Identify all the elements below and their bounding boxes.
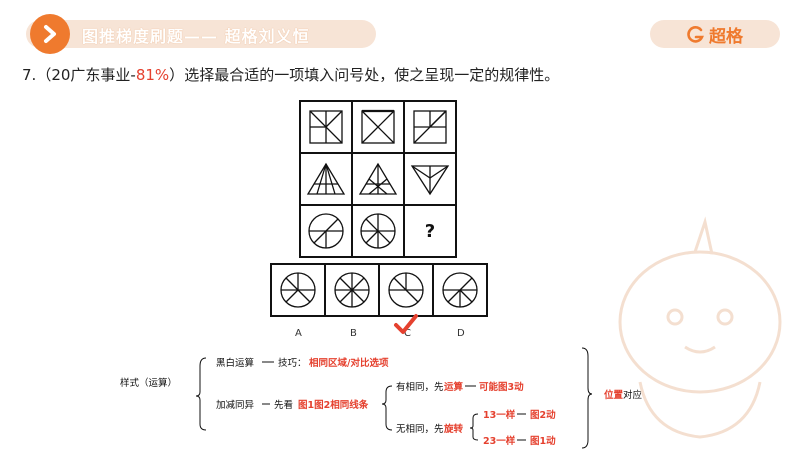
conclusion-prefix: 位置 (604, 390, 624, 401)
checkmark-icon (393, 313, 419, 339)
correct-rate: 81% (135, 66, 170, 84)
conclusion-suffix: 对应 (623, 390, 643, 401)
case2-result: 图1动 (530, 436, 556, 447)
circle-figure-icon (442, 272, 478, 308)
question-number: 7. (22, 66, 37, 84)
mindmap-brackets (195, 347, 593, 449)
option-c-label[interactable]: C (404, 328, 411, 339)
circle-figure-icon (334, 272, 370, 308)
question-prompt: 选择最合适的一项填入问号处，使之呈现一定的规律性。 (184, 66, 560, 84)
brand-mark-icon (687, 25, 704, 43)
branch1-tip-prefix: 技巧： (278, 358, 307, 369)
puzzle-cell-2-3 (403, 152, 457, 206)
header-banner: 图推梯度刷题—— 超格刘义恒 超格 (0, 14, 800, 54)
puzzle-cell-1-1 (299, 100, 353, 154)
circle-figure-icon (388, 272, 424, 308)
branch2-step-prefix: 先看 (274, 400, 294, 411)
chevron-right-icon (44, 25, 56, 43)
option-d-label[interactable]: D (457, 328, 465, 339)
option-c-figure[interactable] (378, 263, 434, 317)
option-b-figure[interactable] (324, 263, 380, 317)
circle-figure-icon (280, 272, 316, 308)
missing-cell: ? (403, 204, 457, 258)
case2-cond: 23一样 (483, 436, 516, 447)
arrow-badge (30, 14, 70, 54)
none-action: 旋转 (444, 424, 464, 435)
option-a-figure[interactable] (270, 263, 326, 317)
circle-figure-icon (308, 213, 344, 249)
triangle-figure-icon (306, 162, 346, 195)
answer-options (270, 263, 488, 317)
method-mindmap: 样式（运算） 黑白运算 技巧： 相同区域/对比选项 加减同异 先看 图1图2相同… (106, 342, 656, 450)
branch1-label: 黑白运算 (216, 358, 255, 369)
option-a-label[interactable]: A (295, 328, 302, 339)
square-figure-icon (413, 110, 447, 144)
brand-logo: 超格 (687, 22, 743, 47)
question-mark: ? (424, 220, 436, 242)
puzzle-cell-2-2 (351, 152, 405, 206)
puzzle-cell-1-3 (403, 100, 457, 154)
question-source-suffix: ） (169, 66, 185, 84)
brand-name: 超格 (709, 27, 743, 47)
none-prefix: 无相同，先 (396, 424, 444, 435)
title-bar (26, 20, 376, 48)
same-action: 运算 (444, 382, 464, 393)
puzzle-grid: ? (299, 100, 459, 260)
square-figure-icon (309, 110, 343, 144)
branch2-step: 图1图2相同线条 (298, 400, 369, 411)
mindmap-root: 样式（运算） (120, 378, 178, 389)
puzzle-cell-3-2 (351, 204, 405, 258)
option-b-label[interactable]: B (350, 328, 357, 339)
header-title: 图推梯度刷题—— 超格刘义恒 (82, 27, 310, 46)
triangle-figure-icon (358, 162, 398, 195)
question-text: 7.（20广东事业-81%）选择最合适的一项填入问号处，使之呈现一定的规律性。 (22, 64, 559, 85)
triangle-figure-icon (410, 165, 450, 196)
case1-cond: 13一样 (483, 410, 516, 421)
logo-bar (650, 20, 780, 48)
branch1-tip: 相同区域/对比选项 (309, 358, 389, 369)
same-prefix: 有相同，先 (396, 382, 444, 393)
puzzle-cell-1-2 (351, 100, 405, 154)
circle-figure-icon (360, 213, 396, 249)
puzzle-cell-3-1 (299, 204, 353, 258)
same-result: 可能图3动 (479, 382, 524, 393)
mascot-watermark (600, 212, 800, 454)
option-d-figure[interactable] (432, 263, 488, 317)
puzzle-cell-2-1 (299, 152, 353, 206)
case1-result: 图2动 (530, 410, 556, 421)
mindmap-conclusion: 位置对应 (604, 387, 642, 401)
branch2-label: 加减同异 (216, 400, 255, 411)
question-source-prefix: （20广东事业- (36, 66, 136, 84)
square-figure-icon (361, 109, 395, 144)
